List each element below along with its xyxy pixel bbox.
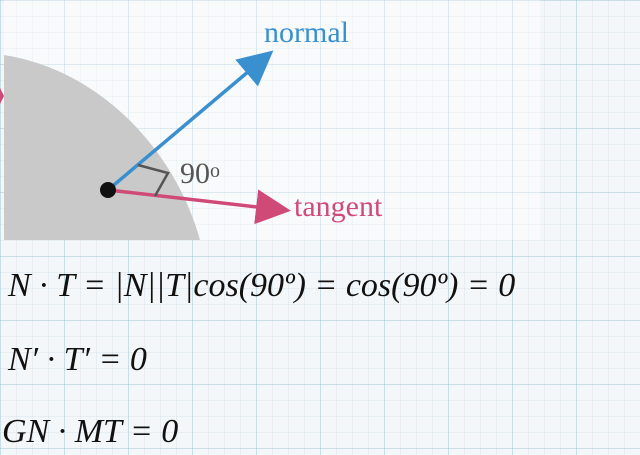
normal-label: normal [264, 16, 349, 49]
angle-degree-o: o [210, 160, 220, 182]
tangent-vector [107, 188, 291, 225]
surface-shape [4, 55, 200, 240]
equation-matrix-product: GN · MT = 0 [2, 412, 178, 452]
tangent-label: tangent [294, 190, 383, 223]
equation-dot-product: N · T = |N||T|cos(90º) = cos(90º) = 0 [8, 266, 515, 306]
equation-2-text: N′ · T′ = 0 [8, 341, 147, 378]
right-angle-mark [137, 163, 170, 197]
equation-3-text: GN · MT = 0 [2, 413, 179, 450]
angle-value: 90 [180, 157, 210, 190]
equation-1-text: N · T = |N||T|cos(90º) = cos(90º) = 0 [8, 267, 516, 304]
angle-label: 90o [180, 157, 220, 190]
normal-vector [106, 50, 274, 192]
vector-diagram: normal tangent 90o [0, 16, 383, 240]
equation-transformed-primes: N′ · T′ = 0 [8, 340, 147, 380]
origin-point [100, 182, 116, 198]
left-edge-tick [0, 88, 4, 104]
